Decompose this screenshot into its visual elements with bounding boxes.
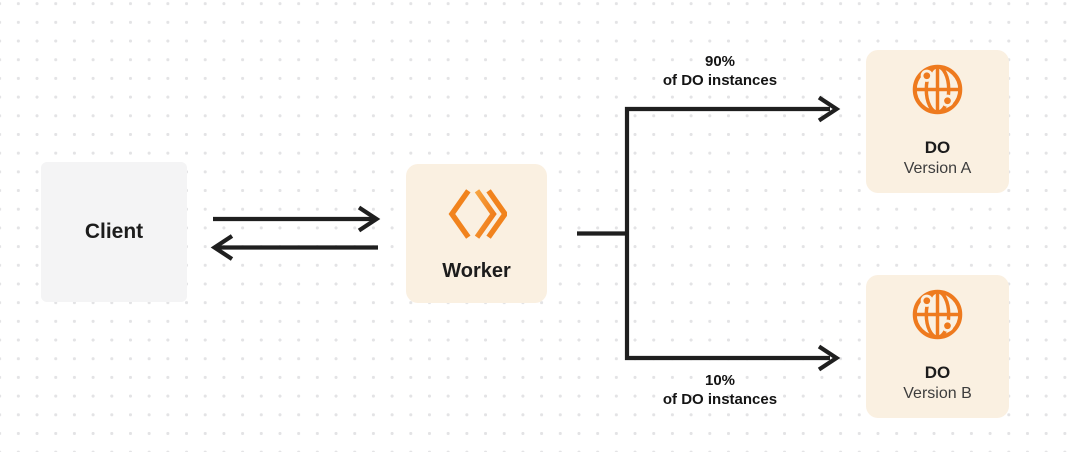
traffic-split-10-caption: of DO instances [662,391,778,408]
cloudflare-workers-brackets-icon [448,189,507,239]
do-a-title: DO [924,138,951,157]
do-b-title: DO [924,363,951,382]
do-a-subtitle: Version A [903,160,972,177]
traffic-split-90-percent: 90% [704,53,736,70]
arrowhead-bottom-branch-icon [817,344,841,372]
client-label: Client [84,220,144,243]
traffic-split-label-90: 90% of DO instances [610,52,830,90]
do-version-b-node: DO Version B [866,275,1009,418]
branch-split-line [624,106,830,361]
client-node: Client [41,162,187,302]
arrowhead-left-icon [210,234,234,261]
traffic-split-90-caption: of DO instances [662,72,778,89]
do-b-subtitle: Version B [903,385,972,402]
globe-icon [912,289,963,340]
worker-node: Worker [406,164,547,303]
do-version-a-node: DO Version A [866,50,1009,193]
traffic-split-label-10: 10% of DO instances [610,371,830,409]
worker-label: Worker [442,260,511,282]
traffic-split-10-percent: 10% [704,372,736,389]
arrowhead-right-icon [357,205,381,233]
arrowhead-top-branch-icon [817,95,841,123]
globe-icon [912,64,963,115]
